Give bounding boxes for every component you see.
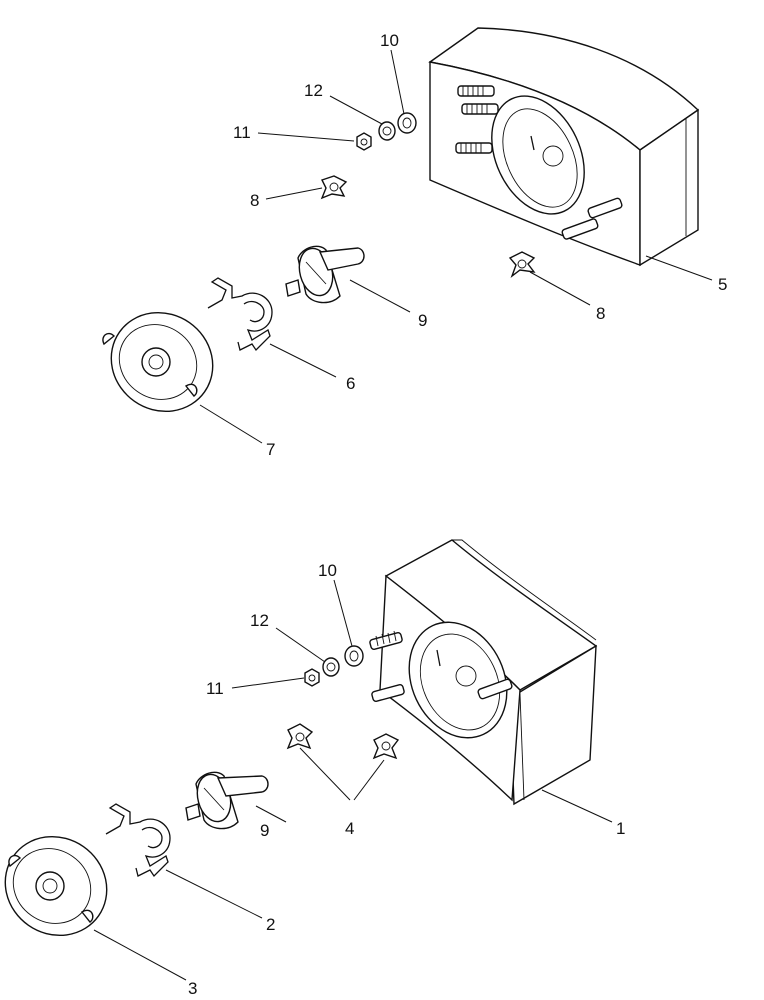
lamp-housing-part-1 xyxy=(369,539,598,806)
callout-4: 4 xyxy=(345,819,354,838)
nut-part-11 xyxy=(356,132,372,151)
stud xyxy=(369,630,403,650)
stud xyxy=(461,103,499,115)
callout-10: 10 xyxy=(380,31,399,50)
stud xyxy=(587,197,623,219)
wing-nut-part-4 xyxy=(286,723,314,750)
callout-12: 12 xyxy=(304,81,323,100)
callout-3: 3 xyxy=(188,979,197,998)
bulb-holder-part-9 xyxy=(285,245,365,304)
stud xyxy=(561,218,599,240)
lamp-housing-part-5 xyxy=(428,27,700,267)
callout-9: 9 xyxy=(418,311,427,330)
callout-8: 8 xyxy=(596,304,605,323)
callout-6: 6 xyxy=(346,374,355,393)
stud xyxy=(477,678,513,700)
washer-part-10 xyxy=(397,112,417,134)
washer-part-12 xyxy=(378,121,396,141)
callout-8: 8 xyxy=(250,191,259,210)
washer-part-12 xyxy=(322,657,340,677)
upper-assembly: 10 12 11 8 8 9 6 7 5 xyxy=(102,27,727,459)
stud xyxy=(457,85,495,97)
callout-7: 7 xyxy=(266,440,275,459)
nut-part-11 xyxy=(304,668,320,687)
wing-nut-part-4 xyxy=(372,733,400,760)
wing-nut-part-8 xyxy=(320,175,348,200)
stud xyxy=(455,142,493,154)
washer-part-10 xyxy=(344,645,364,667)
callout-1: 1 xyxy=(616,819,625,838)
callout-11: 11 xyxy=(233,123,251,142)
spring-clip-part-2 xyxy=(105,803,171,878)
lens-part-3 xyxy=(4,835,108,937)
wing-nut-part-8 xyxy=(508,251,536,278)
spring-clip-part-6 xyxy=(207,277,273,352)
callout-9: 9 xyxy=(260,821,269,840)
callout-5: 5 xyxy=(718,275,727,294)
bulb-holder-part-9 xyxy=(185,771,269,830)
callout-12: 12 xyxy=(250,611,269,630)
lower-assembly: 10 12 11 4 9 2 3 1 xyxy=(4,539,625,998)
callout-11: 11 xyxy=(206,679,224,698)
callout-10: 10 xyxy=(318,561,337,580)
callout-2: 2 xyxy=(266,915,275,934)
stud xyxy=(371,684,405,702)
lens-part-7 xyxy=(102,311,214,413)
